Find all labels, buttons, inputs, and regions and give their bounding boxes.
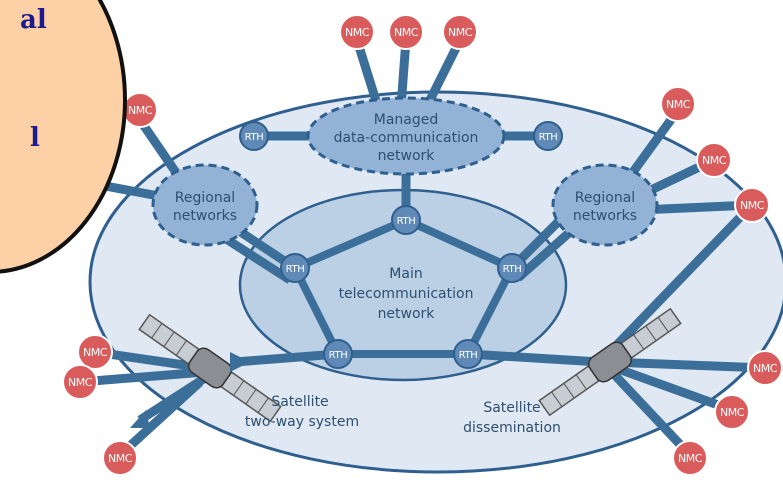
regional-right-line-2: networks — [573, 208, 637, 224]
managed-network-cloud: Managed data-communication network — [306, 96, 506, 176]
satellite-right-icon — [538, 307, 682, 417]
rth-node-circle — [533, 121, 563, 151]
nmc-node-label: NMC — [68, 376, 93, 389]
nmc-node-circle — [672, 440, 708, 476]
nmc-node-label: NMC — [753, 362, 778, 375]
satellite-right-line-1: Satellite — [483, 400, 540, 416]
nmc-node-circle — [734, 187, 770, 223]
rth-node-circle — [497, 253, 527, 283]
managed-line-3: network — [378, 148, 436, 164]
nmc-nodes: NMC NMC NMC NMC NMC NMC NMC NMC NMC NMC NMC NMC NMC — [62, 14, 783, 476]
regional-left-line-1: Regional — [175, 190, 235, 206]
callout-bubble: al l — [0, 0, 127, 274]
rth-node-circle — [239, 121, 269, 151]
rth-node-circle — [391, 205, 421, 235]
managed-line-2: data-communication — [334, 130, 479, 146]
nmc-node-circle — [388, 14, 424, 50]
nmc-node-circle — [102, 440, 138, 476]
rth-node: RTH — [497, 253, 527, 283]
rth-node-label: RTH — [539, 132, 558, 143]
rth-node-circle — [453, 339, 483, 369]
satellite-left-line-1: Satellite — [271, 394, 328, 410]
regional-network-right: Regional networks — [551, 163, 659, 247]
nmc-node-circle — [714, 394, 750, 430]
nmc-node: NMC — [388, 14, 424, 50]
rth-node-circle — [280, 253, 310, 283]
rth-node-label: RTH — [329, 350, 348, 361]
nmc-node-label: NMC — [345, 26, 370, 39]
satellite-left-icon — [138, 313, 282, 423]
nmc-node: NMC — [734, 187, 770, 223]
nmc-node: NMC — [747, 350, 783, 386]
satellite-left-line-2: two-way system — [245, 414, 359, 430]
managed-line-1: Managed — [374, 112, 439, 128]
nmc-node: NMC — [672, 440, 708, 476]
rth-node: RTH — [323, 339, 353, 369]
nmc-node-circle — [339, 14, 375, 50]
nmc-node-label: NMC — [720, 406, 745, 419]
nmc-node-circle — [62, 364, 98, 400]
rth-node-label: RTH — [503, 264, 522, 275]
nmc-node-label: NMC — [128, 104, 153, 117]
rth-node: RTH — [453, 339, 483, 369]
nmc-node: NMC — [442, 14, 478, 50]
rth-node-label: RTH — [286, 264, 305, 275]
nmc-node-label: NMC — [394, 26, 419, 39]
rth-node: RTH — [533, 121, 563, 151]
satellite-right-line-2: dissemination — [463, 420, 561, 436]
regional-right-line-1: Regional — [575, 190, 635, 206]
nmc-node: NMC — [102, 440, 138, 476]
nmc-node-label: NMC — [448, 26, 473, 39]
nmc-node-label: NMC — [666, 98, 691, 111]
nmc-node-circle — [696, 142, 732, 178]
nmc-node-label: NMC — [702, 154, 727, 167]
nmc-node-label: NMC — [108, 452, 133, 465]
rth-node-label: RTH — [397, 216, 416, 227]
regional-network-left: Regional networks — [151, 163, 259, 247]
rth-nodes: RTH RTH RTH RTH RTH RTH RTH — [239, 121, 563, 369]
callout-fragment-2: l — [30, 123, 40, 153]
nmc-node: NMC — [77, 334, 113, 370]
nmc-node-circle — [442, 14, 478, 50]
rth-node-label: RTH — [459, 350, 478, 361]
rth-node: RTH — [280, 253, 310, 283]
nmc-node: NMC — [62, 364, 98, 400]
rth-node-label: RTH — [245, 132, 264, 143]
nmc-node: NMC — [696, 142, 732, 178]
nmc-node: NMC — [714, 394, 750, 430]
nmc-node-circle — [747, 350, 783, 386]
nmc-node: NMC — [122, 92, 158, 128]
callout-fragment-1: al — [20, 5, 47, 35]
nmc-node: NMC — [660, 86, 696, 122]
rth-node-circle — [323, 339, 353, 369]
nmc-node-label: NMC — [678, 452, 703, 465]
rth-node: RTH — [391, 205, 421, 235]
main-line-1: Main — [389, 266, 422, 282]
nmc-node-circle — [660, 86, 696, 122]
main-line-2: telecommunication — [339, 286, 474, 302]
rth-node: RTH — [239, 121, 269, 151]
main-line-3: network — [378, 306, 436, 322]
nmc-node: NMC — [339, 14, 375, 50]
regional-left-line-2: networks — [173, 208, 237, 224]
main-network-label: Main telecommunication network — [339, 266, 474, 322]
nmc-node-label: NMC — [83, 346, 108, 359]
nmc-node-label: NMC — [740, 199, 765, 212]
nmc-node-circle — [77, 334, 113, 370]
